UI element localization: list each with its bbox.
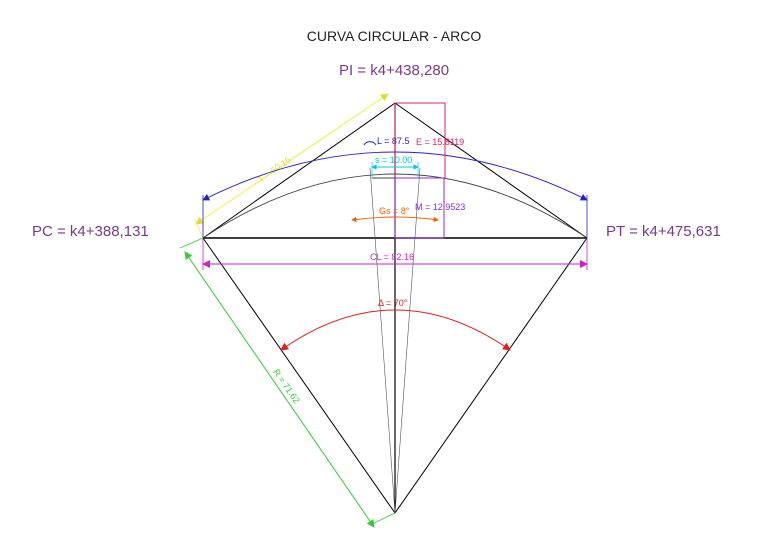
delta-label: Δ = 70° [378,298,408,308]
tangent-ext-left [194,219,204,239]
radius-dimension-line [184,251,375,528]
pc-station-label: PC = k4+388,131 [32,223,149,240]
arc-length-label: L = 87.5 [377,136,409,146]
pi-station-label: PI = k4+438,280 [339,62,449,79]
tangent-line-left [202,102,396,239]
diagram-title: CURVA CIRCULAR - ARCO [307,28,482,44]
sub-chord-label: s = 10.00 [375,155,412,165]
arc-length-symbol-icon [363,141,377,146]
radius-line-right [394,237,588,514]
radius-line-left [202,237,396,514]
tangent-dimension-line [195,93,389,225]
pt-station-label: PT = k4+475,631 [606,223,721,240]
sub-chord-ray-right [394,167,421,514]
sub-chord-ray-left [369,167,396,514]
degree-dimension [351,216,439,223]
radius-ext-top [179,237,204,249]
middle-ordinate-label: M = 12.9523 [415,202,465,212]
radius-ext-bottom [369,512,396,526]
tangent-label: T = 50.15 [256,155,293,185]
long-chord-label: CL = 82.16 [370,252,414,262]
tangent-line-right [394,102,588,239]
external-label: E = 15.8119 [416,137,464,147]
middle-ordinate-box [394,177,445,239]
degree-label: Gs = 8° [379,206,410,216]
